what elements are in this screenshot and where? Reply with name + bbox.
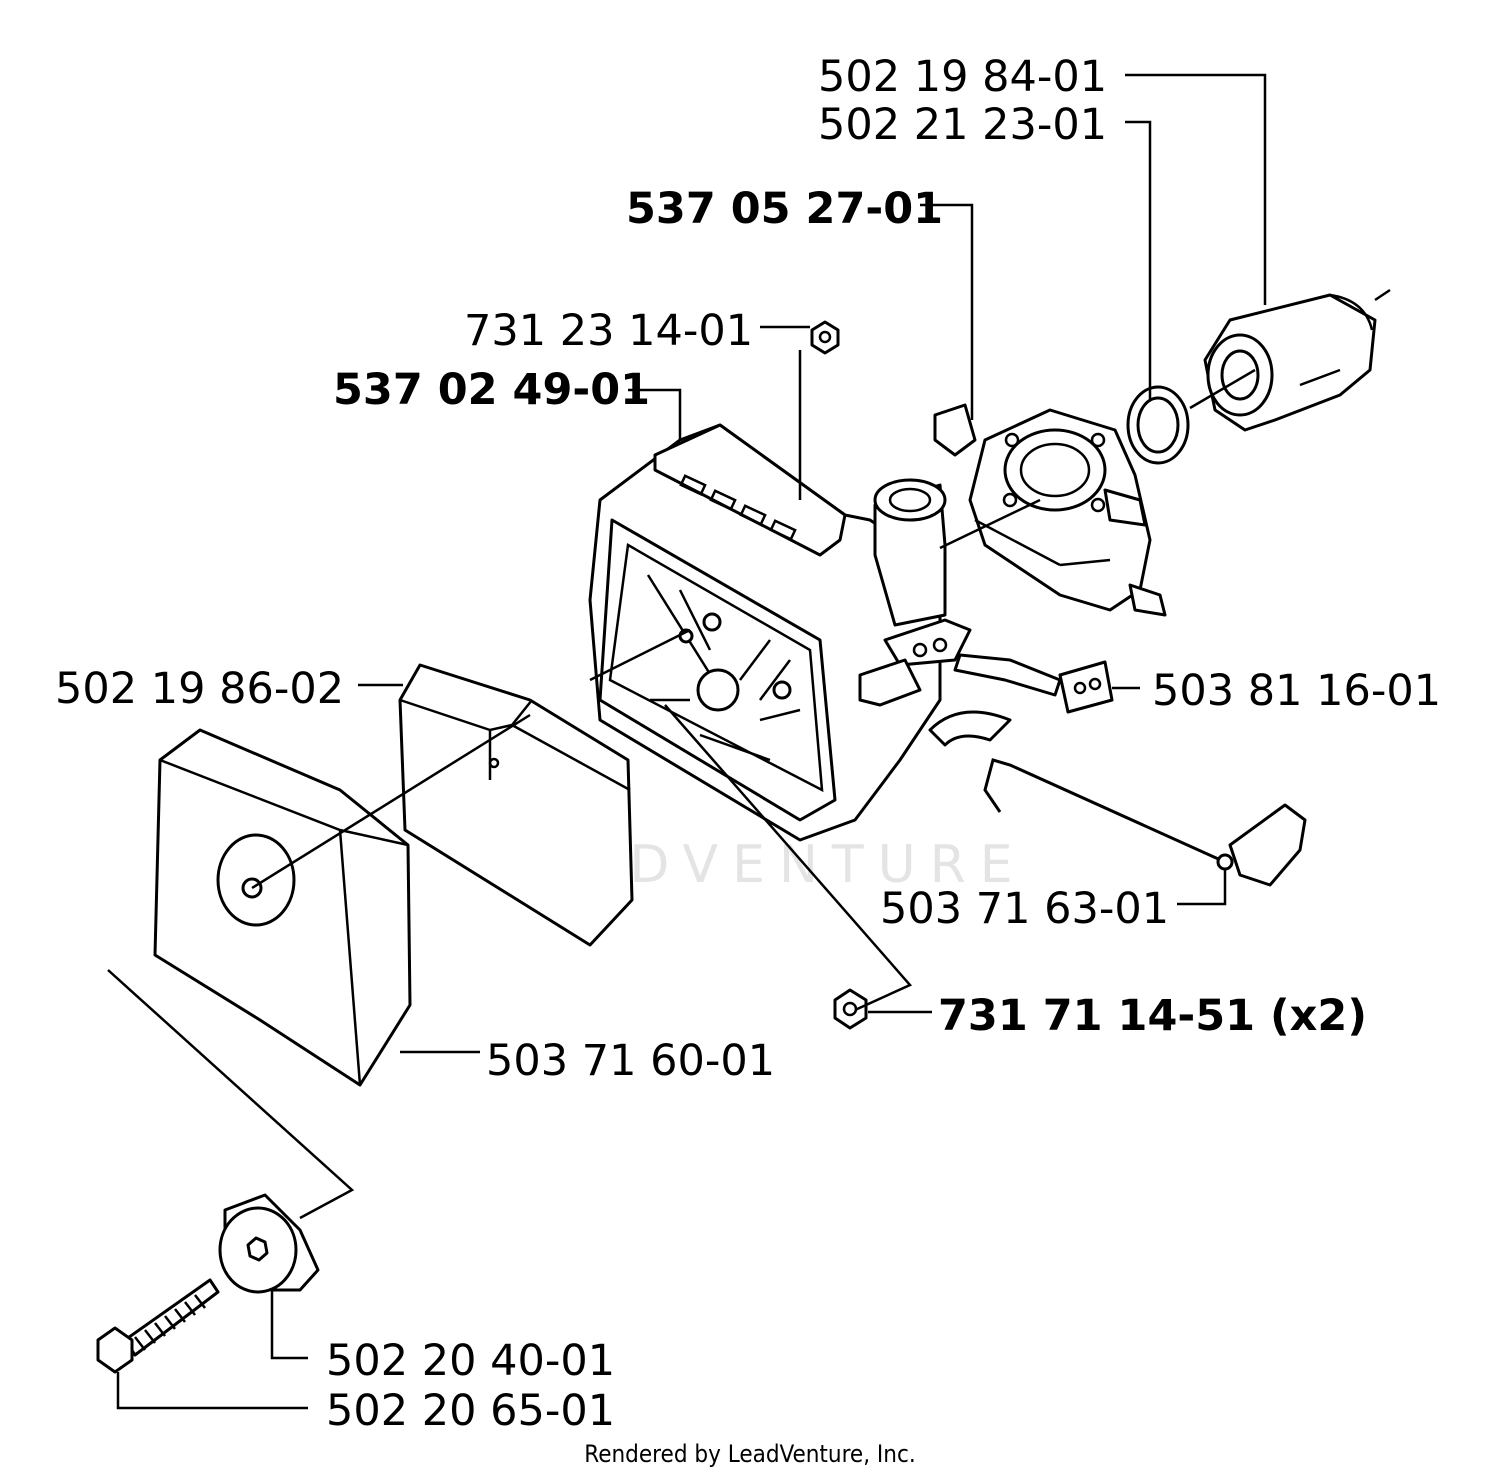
part-label-502-20-40-01[interactable]: 502 20 40-01 — [326, 1336, 616, 1386]
knob — [218, 1193, 320, 1294]
footer-credit: Rendered by LeadVenture, Inc. — [584, 1440, 916, 1468]
cable-bracket — [953, 653, 1114, 714]
bolt — [96, 1278, 220, 1374]
part-label-731-71-14-51[interactable]: 731 71 14-51 (x2) — [938, 991, 1367, 1041]
nut-large — [833, 988, 868, 1030]
part-label-537-05-27-01[interactable]: 537 05 27-01 — [626, 184, 944, 234]
part-label-537-02-49-01[interactable]: 537 02 49-01 — [333, 365, 651, 415]
part-label-503-71-60-01[interactable]: 503 71 60-01 — [486, 1036, 776, 1086]
part-label-502-19-84-01[interactable]: 502 19 84-01 — [818, 52, 1108, 102]
carburetor — [933, 403, 1167, 617]
part-label-502-20-65-01[interactable]: 502 20 65-01 — [326, 1386, 616, 1436]
part-label-502-19-86-02[interactable]: 502 19 86-02 — [55, 664, 345, 714]
leader-lines — [116, 73, 1267, 1410]
nut-small — [810, 320, 840, 355]
filter-cover — [153, 728, 412, 1087]
part-label-503-71-63-01[interactable]: 503 71 63-01 — [880, 884, 1170, 934]
part-label-502-21-23-01[interactable]: 502 21 23-01 — [818, 100, 1108, 150]
part-label-731-23-14-01[interactable]: 731 23 14-01 — [464, 306, 754, 356]
filter-housing — [588, 423, 1012, 842]
choke-rod — [983, 758, 1307, 887]
pre-filter — [398, 663, 634, 947]
gasket-ring — [1126, 385, 1190, 465]
part-label-503-81-16-01[interactable]: 503 81 16-01 — [1152, 666, 1442, 716]
intake-elbow — [1203, 288, 1391, 432]
assembly-lines — [107, 368, 1256, 1220]
